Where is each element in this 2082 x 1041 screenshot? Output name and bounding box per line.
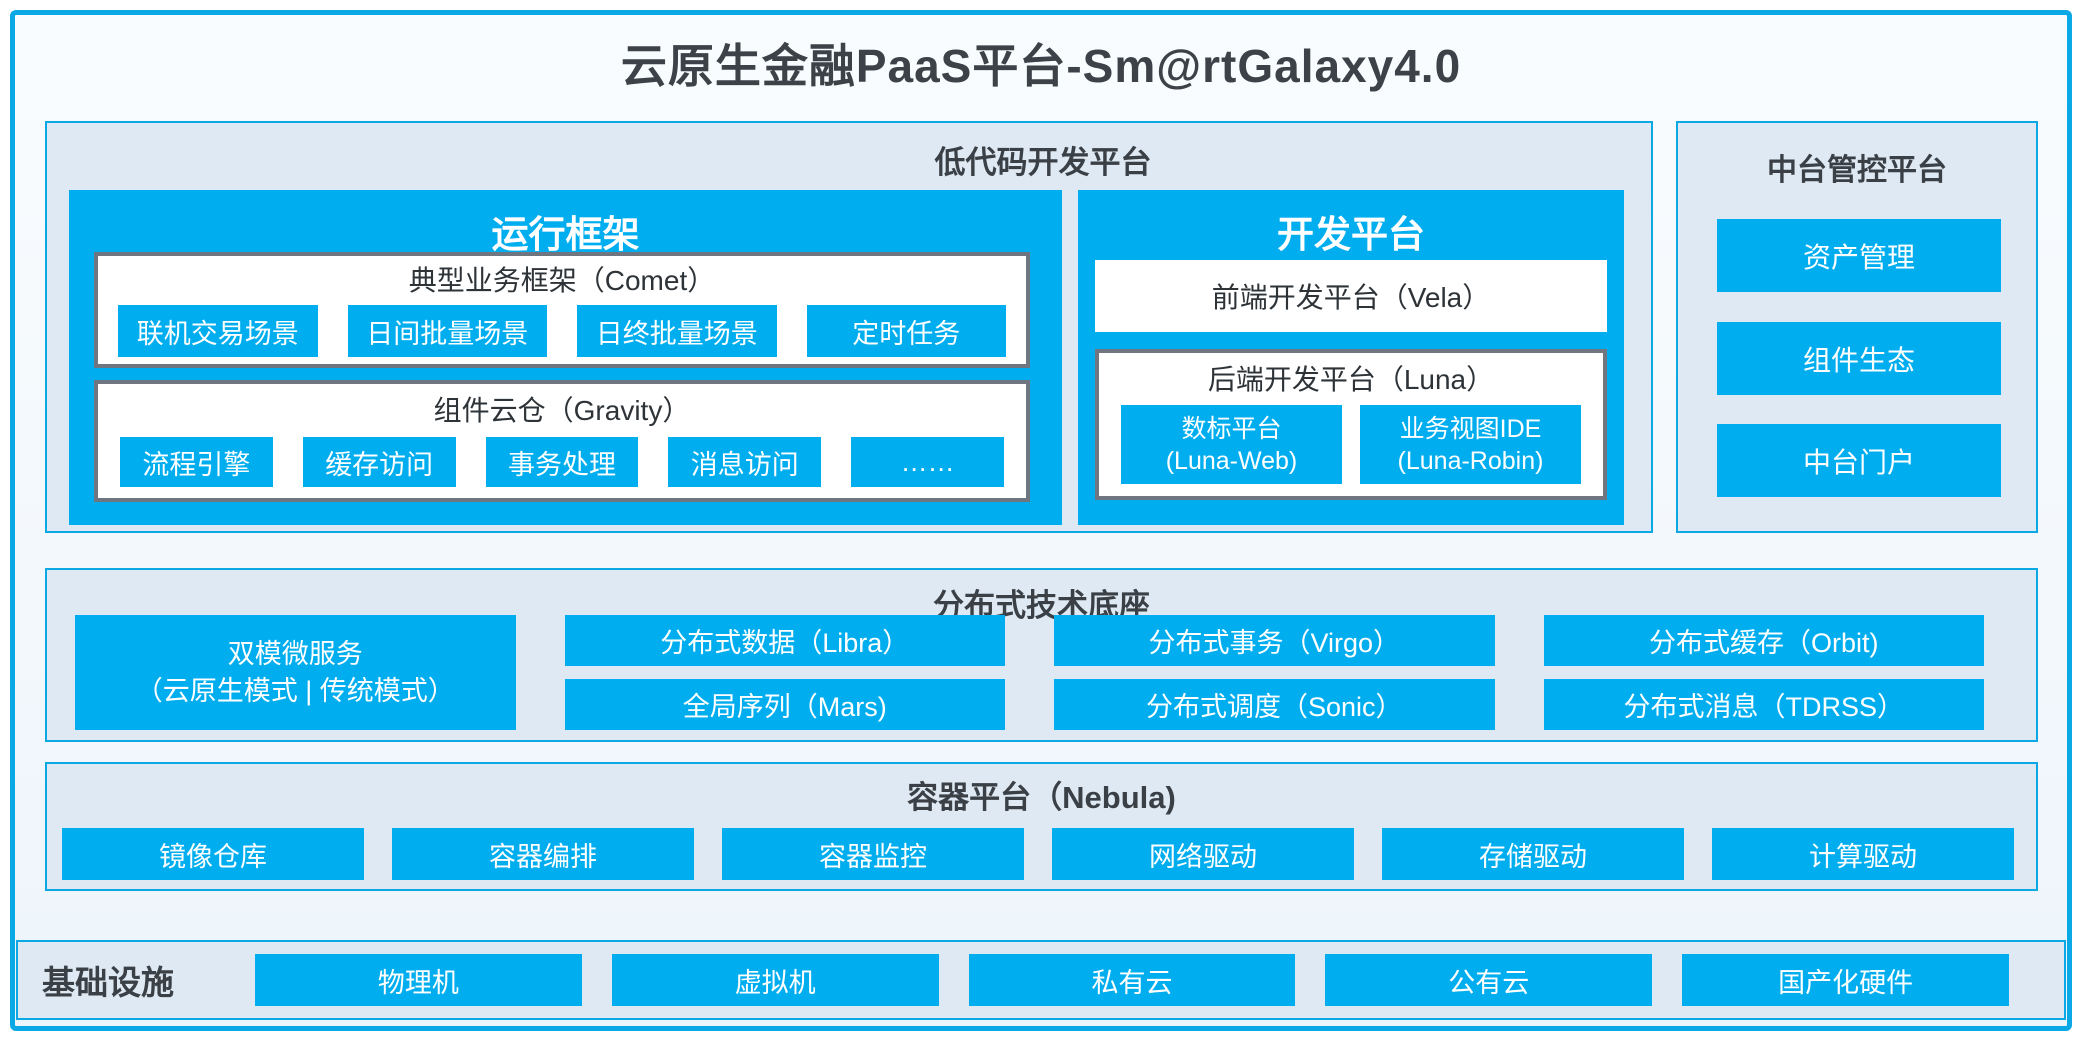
infrastructure-chip: 私有云 — [968, 954, 1296, 1006]
container-chip: 容器监控 — [722, 828, 1024, 880]
comet-title: 典型业务框架（Comet） — [408, 265, 716, 296]
distributed-chip: 全局序列（Mars) — [564, 679, 1005, 730]
panel-distributed-base: 分布式技术底座 双模微服务 （云原生模式 | 传统模式） 分布式数据（Libra… — [45, 568, 2038, 742]
mid-platform-item: 中台门户 — [1717, 424, 2001, 497]
comet-chip: 定时任务 — [806, 305, 1006, 357]
container-platform-label: 容器平台（Nebula) — [907, 780, 1176, 815]
gravity-chip: 流程引擎 — [120, 437, 273, 487]
luna-chip-line1: 业务视图IDE — [1399, 414, 1542, 443]
mid-platform-item: 资产管理 — [1717, 219, 2001, 292]
luna-chip-line2: (Luna-Web) — [1165, 446, 1298, 475]
runtime-framework-title: 运行框架 — [491, 214, 640, 255]
comet-chip: 日终批量场景 — [577, 305, 777, 357]
gravity-chip: …… — [851, 437, 1004, 487]
gravity-chip-row: 流程引擎 缓存访问 事务处理 消息访问 …… — [120, 437, 1004, 487]
mid-platform-label: 中台管控平台 — [1767, 154, 1947, 187]
distributed-chip: 分布式调度（Sonic） — [1054, 679, 1495, 730]
vela-box: 前端开发平台（Vela） — [1095, 260, 1607, 332]
luna-title: 后端开发平台（Luna） — [1207, 364, 1495, 395]
container-chip: 镜像仓库 — [62, 828, 364, 880]
gravity-box: 组件云仓（Gravity） 流程引擎 缓存访问 事务处理 消息访问 …… — [94, 380, 1030, 502]
infrastructure-label: 基础设施 — [42, 964, 174, 1001]
container-chip: 容器编排 — [392, 828, 694, 880]
luna-chip-row: 数标平台 (Luna-Web) 业务视图IDE (Luna-Robin) — [1099, 405, 1603, 484]
container-chip: 计算驱动 — [1712, 828, 2014, 880]
infrastructure-chip: 物理机 — [255, 954, 582, 1006]
comet-chip: 联机交易场景 — [118, 305, 318, 357]
dual-microservice-line1: 双模微服务 — [227, 638, 363, 669]
distributed-row: 双模微服务 （云原生模式 | 传统模式） 分布式数据（Libra） 全局序列（M… — [75, 615, 1984, 730]
gravity-chip: 事务处理 — [485, 437, 639, 487]
distributed-column: 分布式数据（Libra） 全局序列（Mars) — [564, 615, 1005, 730]
comet-chip: 日间批量场景 — [347, 305, 547, 357]
infrastructure-chip: 公有云 — [1325, 954, 1653, 1006]
runtime-framework-box: 运行框架 典型业务框架（Comet） 联机交易场景 日间批量场景 日终批量场景 … — [69, 190, 1062, 525]
gravity-chip: 缓存访问 — [302, 437, 456, 487]
luna-chip-line2: (Luna-Robin) — [1397, 446, 1544, 475]
dual-microservice-box: 双模微服务 （云原生模式 | 传统模式） — [75, 615, 516, 730]
comet-box: 典型业务框架（Comet） 联机交易场景 日间批量场景 日终批量场景 定时任务 — [94, 252, 1030, 368]
luna-chip: 数标平台 (Luna-Web) — [1121, 405, 1342, 484]
dev-platform-box: 开发平台 前端开发平台（Vela） 后端开发平台（Luna） 数标平台 (Lun… — [1078, 190, 1624, 525]
distributed-chip: 分布式消息（TDRSS） — [1543, 679, 1984, 730]
panel-mid-platform: 中台管控平台 资产管理 组件生态 中台门户 — [1676, 121, 2038, 533]
distributed-column: 分布式缓存（Orbit) 分布式消息（TDRSS） — [1543, 615, 1984, 730]
dev-platform-title: 开发平台 — [1277, 214, 1425, 255]
dual-microservice-line2: （云原生模式 | 传统模式） — [135, 675, 455, 706]
panel-container-platform: 容器平台（Nebula) 镜像仓库 容器编排 容器监控 网络驱动 存储驱动 计算… — [45, 762, 2038, 891]
infrastructure-chip: 虚拟机 — [611, 954, 939, 1006]
gravity-chip: 消息访问 — [668, 437, 822, 487]
mid-platform-item: 组件生态 — [1717, 322, 2001, 395]
luna-chip: 业务视图IDE (Luna-Robin) — [1360, 405, 1581, 484]
distributed-chip: 分布式缓存（Orbit) — [1543, 615, 1984, 666]
container-platform-row: 镜像仓库 容器编排 容器监控 网络驱动 存储驱动 计算驱动 — [62, 828, 2014, 880]
infrastructure-chip: 国产化硬件 — [1682, 954, 2009, 1006]
container-chip: 网络驱动 — [1052, 828, 1354, 880]
luna-box: 后端开发平台（Luna） 数标平台 (Luna-Web) 业务视图IDE (Lu… — [1095, 349, 1607, 500]
infrastructure-row: 物理机 虚拟机 私有云 公有云 国产化硬件 — [255, 954, 2009, 1006]
luna-chip-line1: 数标平台 — [1181, 414, 1282, 443]
panel-low-code: 低代码开发平台 运行框架 典型业务框架（Comet） 联机交易场景 日间批量场景… — [45, 121, 1653, 533]
distributed-column: 分布式事务（Virgo） 分布式调度（Sonic） — [1054, 615, 1495, 730]
container-chip: 存储驱动 — [1382, 828, 1684, 880]
distributed-chip: 分布式数据（Libra） — [564, 615, 1005, 666]
page-title: 云原生金融PaaS平台-Sm@rtGalaxy4.0 — [620, 40, 1462, 92]
gravity-title: 组件云仓（Gravity） — [433, 395, 691, 426]
distributed-chip: 分布式事务（Virgo） — [1054, 615, 1495, 666]
low-code-label: 低代码开发平台 — [934, 145, 1152, 180]
panel-infrastructure: 基础设施 物理机 虚拟机 私有云 公有云 国产化硬件 — [16, 940, 2066, 1020]
comet-chip-row: 联机交易场景 日间批量场景 日终批量场景 定时任务 — [118, 305, 1006, 357]
